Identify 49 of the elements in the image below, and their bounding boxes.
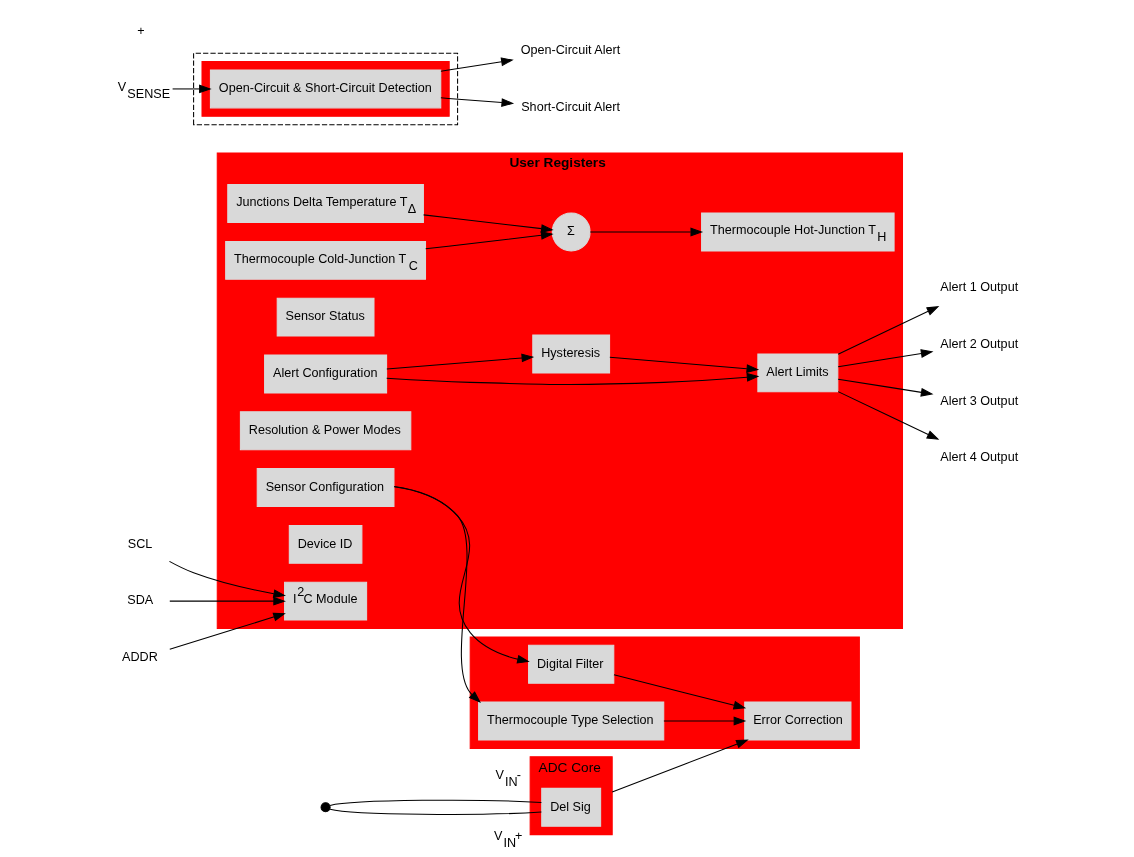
node-text: Alert 2 Output	[939, 336, 1018, 351]
node-box: Alert Limits	[756, 352, 838, 392]
arrow	[439, 56, 514, 72]
node-text: SDA	[126, 592, 153, 607]
node-text: Open-Circuit Alert	[520, 42, 620, 57]
node-box: Open-Circuit & Short-Circuit Detection	[209, 68, 441, 108]
arrow	[168, 560, 286, 598]
node-box: Hysteresis	[531, 334, 610, 373]
cluster	[201, 60, 450, 117]
arrow	[837, 378, 933, 397]
arrow	[662, 716, 746, 725]
node-box: Sensor Status	[276, 297, 374, 337]
arrow	[837, 390, 939, 440]
node-text: Alert 4 Output	[939, 449, 1018, 464]
arrow	[385, 372, 759, 385]
node-box: Thermocouple Type Selection	[477, 701, 664, 740]
node-text: ADDR	[121, 649, 158, 664]
arrow	[385, 353, 534, 370]
connector	[329, 799, 542, 806]
arrow	[422, 213, 554, 233]
arrow	[608, 356, 759, 373]
node-circle: Σ	[551, 212, 591, 251]
node-box: Del Sig	[540, 787, 601, 827]
node-box: Resolution & Power Modes	[239, 410, 411, 450]
node-text: SCL	[127, 536, 152, 551]
arrow	[589, 227, 703, 236]
arrow	[168, 612, 286, 650]
arrow	[171, 84, 212, 93]
arrow	[439, 96, 514, 107]
label: +	[136, 23, 145, 38]
node-text: Alert 1 Output	[939, 279, 1018, 294]
node-box: Sensor Configuration	[256, 467, 394, 507]
node-box: Digital Filter	[527, 644, 614, 684]
arrow	[837, 348, 933, 367]
arrow	[837, 305, 939, 355]
node-box: Device ID	[288, 524, 362, 564]
connector	[329, 808, 542, 815]
arrow	[393, 485, 481, 703]
node-text: Short-Circuit Alert	[520, 99, 620, 114]
cluster	[192, 52, 458, 125]
node-connector	[320, 801, 331, 812]
arrow	[168, 596, 286, 606]
node-box: Error Correction	[743, 701, 851, 740]
arrow	[611, 739, 749, 792]
arrow	[612, 673, 746, 709]
node-text: Alert 3 Output	[939, 393, 1018, 408]
arrow	[393, 485, 530, 664]
arrow	[424, 230, 554, 249]
node-box: Alert Configuration	[263, 354, 387, 393]
